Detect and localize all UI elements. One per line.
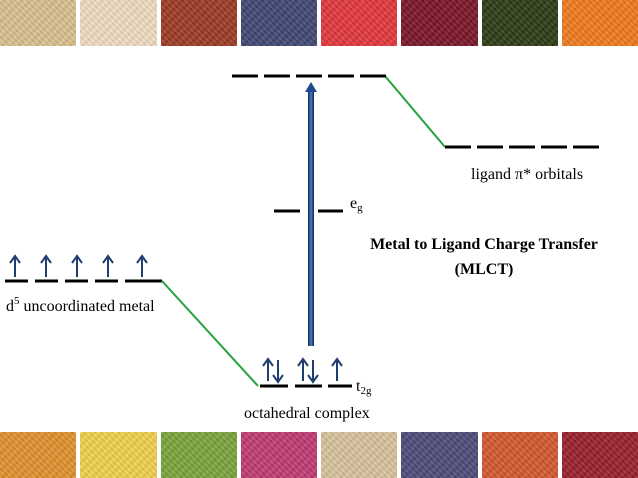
band-tile bbox=[321, 432, 398, 478]
band-tile bbox=[80, 0, 157, 46]
band-tile bbox=[80, 432, 157, 478]
band-tile bbox=[240, 0, 317, 46]
up-arrow-icon bbox=[40, 254, 52, 277]
up-arrow-icon bbox=[71, 254, 83, 277]
band-tile bbox=[160, 432, 237, 478]
up-arrow-icon bbox=[136, 254, 148, 277]
mlct-abbreviation: (MLCT) bbox=[455, 261, 514, 278]
metal-to-t2g-connector bbox=[161, 280, 259, 387]
band-tile bbox=[240, 432, 317, 478]
up-arrow-icon bbox=[262, 357, 274, 381]
t2g-label: t2g bbox=[356, 378, 372, 397]
ligand-orbitals-label: ligand π* orbitals bbox=[471, 166, 583, 183]
band-tile bbox=[321, 0, 398, 46]
band-tile bbox=[561, 0, 638, 46]
bottom-decorative-band bbox=[0, 432, 638, 478]
up-arrow-icon bbox=[102, 254, 114, 277]
ligand-connector bbox=[384, 75, 446, 148]
eg-label: eg bbox=[350, 195, 363, 214]
mlct-transition-arrow bbox=[305, 82, 317, 346]
t2g-electrons bbox=[262, 357, 343, 384]
octahedral-complex-label: octahedral complex bbox=[244, 405, 370, 422]
band-tile bbox=[481, 432, 558, 478]
down-arrow-icon bbox=[307, 360, 319, 384]
band-tile bbox=[160, 0, 237, 46]
metal-electrons bbox=[9, 254, 148, 277]
mlct-title: Metal to Ligand Charge Transfer bbox=[370, 236, 598, 253]
up-arrow-icon bbox=[9, 254, 21, 277]
band-tile bbox=[0, 0, 77, 46]
band-tile bbox=[561, 432, 638, 478]
band-tile bbox=[0, 432, 77, 478]
top-decorative-band bbox=[0, 0, 638, 46]
band-tile bbox=[481, 0, 558, 46]
up-arrow-icon bbox=[305, 82, 317, 92]
metal-label: d5 uncoordinated metal bbox=[6, 295, 155, 315]
down-arrow-icon bbox=[272, 360, 284, 384]
up-arrow-icon bbox=[297, 357, 309, 381]
band-tile bbox=[401, 432, 478, 478]
band-tile bbox=[401, 0, 478, 46]
up-arrow-icon bbox=[331, 357, 343, 381]
